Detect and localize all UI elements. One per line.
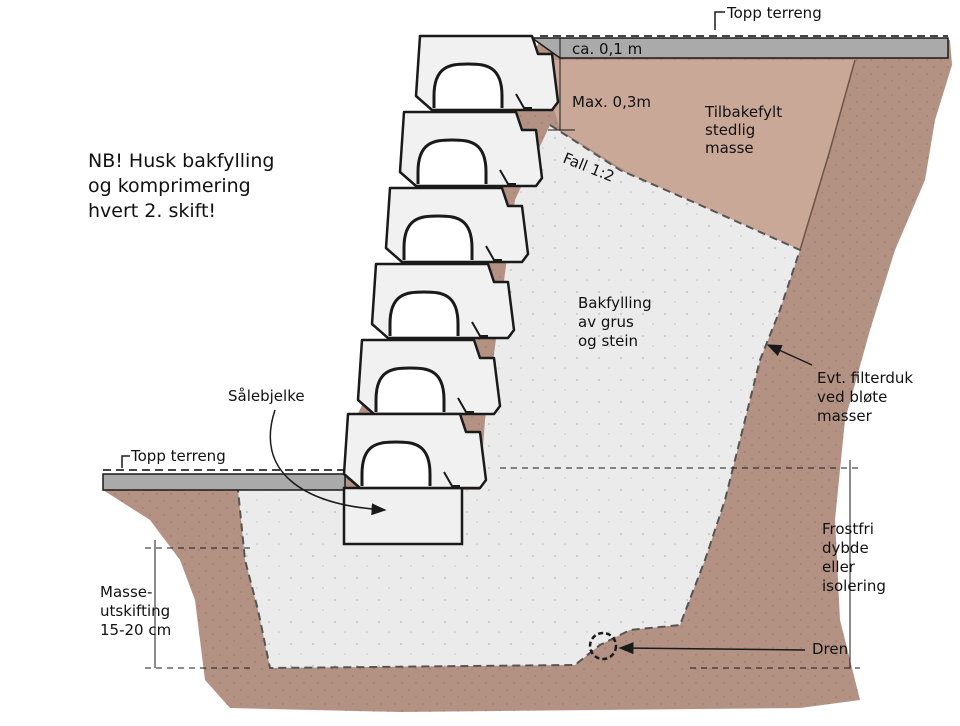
drain-pipe <box>588 631 618 661</box>
label-masse-1: Masse- <box>100 583 152 601</box>
label-filterduk-1: Evt. filterduk <box>817 369 913 387</box>
label-frostfri-4: isolering <box>822 577 886 595</box>
cut-line <box>799 59 856 251</box>
label-max-03m: Max. 0,3m <box>572 93 651 111</box>
callout-arrows <box>121 11 813 655</box>
upper-terrain-surface <box>529 37 949 59</box>
label-filterduk-2: ved bløte <box>817 388 887 406</box>
label-nb-3: hvert 2. skift! <box>88 200 216 222</box>
label-nb-2: og komprimering <box>88 175 251 197</box>
wall-block <box>398 110 544 188</box>
label-bakfylling-2: av grus <box>578 313 634 331</box>
wall-blocks <box>342 34 560 490</box>
label-bakfylling-1: Bakfylling <box>578 294 652 312</box>
wall-block <box>356 338 502 416</box>
filter-fabric-line <box>237 124 802 670</box>
label-frostfri-1: Frostfri <box>822 520 874 538</box>
labels: Topp terreng Topp terreng ca. 0,1 m Max.… <box>88 4 913 658</box>
backfilled-local-mass <box>540 60 855 250</box>
label-masse-3: 15-20 cm <box>100 621 171 639</box>
label-tilbakefylt-1: Tilbakefylt <box>704 103 782 121</box>
lower-terrain-surface <box>102 473 346 491</box>
dimension-lines <box>145 38 860 669</box>
wall-block <box>342 412 488 490</box>
label-dren: Dren <box>812 640 848 658</box>
label-frostfri-2: dybde <box>822 539 869 557</box>
label-tilbakefylt-2: stedlig <box>705 121 755 139</box>
footing-beam <box>342 486 464 546</box>
label-filterduk-3: masser <box>817 407 873 425</box>
label-topp-terreng-lower: Topp terreng <box>130 447 226 465</box>
label-nb-1: NB! Husk bakfylling <box>88 150 274 172</box>
label-ca-01m: ca. 0,1 m <box>572 40 642 58</box>
label-topp-terreng-upper: Topp terreng <box>726 4 822 22</box>
wall-block <box>384 186 530 264</box>
wall-block <box>414 34 560 112</box>
label-salebjelke: Sålebjelke <box>228 387 305 405</box>
label-masse-2: utskifting <box>100 602 170 620</box>
label-frostfri-3: eller <box>822 558 856 576</box>
label-tilbakefylt-3: masse <box>705 139 754 157</box>
label-bakfylling-3: og stein <box>578 332 638 350</box>
wall-block <box>370 262 516 340</box>
